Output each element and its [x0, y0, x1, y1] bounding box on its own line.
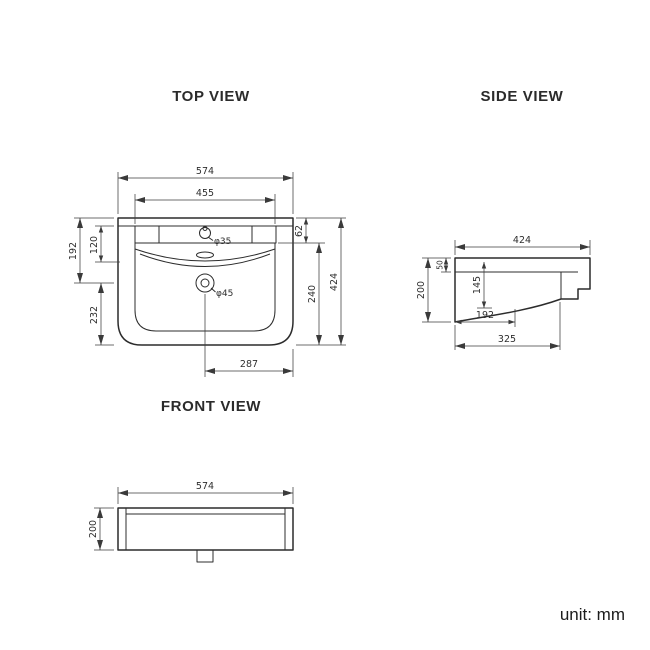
front-view-drawing — [117, 507, 294, 563]
dim-label: 62 — [294, 225, 305, 237]
dim-side-rim-thickness: 50 — [436, 258, 451, 273]
dim-top-drain-to-edge: 287 — [204, 294, 294, 377]
drain-stub — [196, 549, 214, 563]
bowl-front-curve — [134, 248, 276, 262]
dim-top-rim-depth: 62 — [278, 217, 346, 244]
bowl-front-curve-2 — [139, 253, 271, 267]
dim-label: 200 — [416, 281, 427, 299]
dim-top-overall-depth: 424 — [329, 218, 344, 345]
drain-hole-inner — [200, 278, 210, 288]
dim-label: 120 — [89, 236, 100, 254]
faucet-leader-line — [207, 236, 214, 241]
dim-side-back-to-front-lip: 325 — [454, 302, 561, 350]
dim-top-basin-length: 240 — [296, 243, 346, 346]
dim-label: 192 — [476, 310, 494, 321]
side-view-dimensions: 424 200 50 145 192 — [416, 235, 591, 350]
dim-side-bowl-height: 145 — [472, 262, 492, 309]
front-view-title: FRONT VIEW — [160, 398, 262, 415]
dim-label: 240 — [307, 285, 318, 303]
drain-hole-label: φ45 — [216, 289, 233, 299]
overflow-slot — [196, 251, 214, 259]
dim-label: 232 — [89, 306, 100, 324]
dim-side-back-to-drain: 192 — [455, 309, 516, 327]
dim-label: 200 — [88, 520, 99, 538]
dim-top-drain-to-front: 232 — [89, 283, 114, 346]
dim-label: 325 — [498, 334, 516, 345]
dim-top-inner-width: 455 — [134, 188, 276, 224]
dim-front-overall-width: 574 — [117, 481, 294, 504]
dim-label: 145 — [472, 276, 483, 294]
basin-outer-outline — [117, 217, 294, 346]
dim-label: 424 — [329, 273, 340, 291]
dim-label: 287 — [240, 359, 258, 370]
faucet-hole — [199, 227, 211, 239]
dim-label: 574 — [196, 166, 214, 177]
dim-side-overall-depth: 424 — [454, 235, 591, 255]
dim-top-overall-width: 574 — [117, 166, 294, 214]
top-view-dimensions: 574 455 62 240 424 — [68, 166, 346, 377]
basin-inner-bowl — [134, 242, 276, 332]
dim-label: 424 — [513, 235, 531, 246]
drain-leader-line — [210, 287, 216, 293]
faucet-hole-detail — [202, 226, 208, 231]
dim-label: 192 — [68, 242, 79, 260]
dim-side-overall-height: 200 — [416, 257, 451, 323]
dim-top-deck-to-bowl: 120 — [89, 225, 120, 263]
unit-label: unit: mm — [559, 605, 625, 624]
dim-label: 50 — [436, 260, 445, 270]
deck-corner-left — [134, 225, 160, 244]
dim-front-overall-height: 200 — [88, 507, 114, 551]
dim-label: 455 — [196, 188, 214, 199]
side-view-title: SIDE VIEW — [480, 88, 564, 105]
top-view-title: TOP VIEW — [172, 88, 250, 105]
deck-corner-right — [251, 225, 277, 244]
dim-label: 574 — [196, 481, 214, 492]
top-view-drawing: φ35 φ45 — [117, 217, 294, 346]
front-view-dimensions: 574 200 — [88, 481, 294, 551]
drain-hole-outer — [195, 273, 215, 293]
faucet-hole-label: φ35 — [214, 237, 231, 247]
dim-top-back-to-drain: 192 — [68, 217, 114, 284]
